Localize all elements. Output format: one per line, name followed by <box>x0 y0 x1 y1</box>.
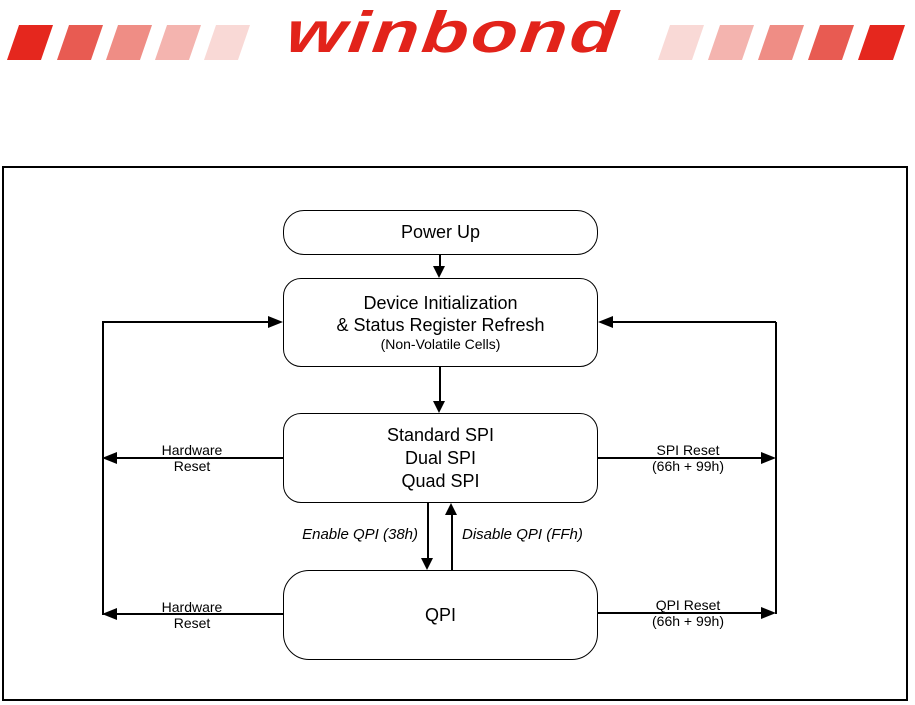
right-reset-rail-line <box>775 322 777 614</box>
logo-stripe-icon <box>707 25 755 60</box>
logo-stripe-icon <box>56 25 104 60</box>
arrow-left-icon <box>598 316 613 328</box>
qpi-reset-label-line2: (66h + 99h) <box>652 613 724 629</box>
arrow-right-icon <box>761 452 776 464</box>
arrow-right-icon <box>761 607 776 619</box>
hw-reset-spi-label-line1: Hardware <box>161 442 223 458</box>
connector-powerup-deviceinit-line <box>439 255 441 268</box>
hw-reset-qpi-line <box>117 613 283 615</box>
arrow-down-icon <box>421 558 433 570</box>
node-device-init-line1: Device Initialization <box>363 293 518 313</box>
arrow-up-icon <box>445 503 457 515</box>
logo-stripe-icon <box>857 25 906 60</box>
node-power-up: Power Up <box>283 210 598 255</box>
arrow-down-icon <box>433 401 445 413</box>
connector-deviceinit-spi-line <box>439 367 441 402</box>
node-spi-line3: Quad SPI <box>401 470 480 491</box>
left-rail-to-deviceinit-line <box>103 321 269 323</box>
spi-reset-line <box>598 457 762 459</box>
enable-qpi-label: Enable QPI (38h) <box>302 526 418 543</box>
logo-stripe-icon <box>807 25 855 60</box>
arrow-left-icon <box>102 452 117 464</box>
hw-reset-qpi-label-line2: Reset <box>173 615 211 631</box>
left-reset-rail-line <box>102 321 104 615</box>
node-spi-line1: Standard SPI <box>386 424 495 445</box>
node-qpi-label: QPI <box>424 604 456 625</box>
logo-stripe-icon <box>757 25 805 60</box>
node-qpi: QPI <box>283 570 598 660</box>
disable-qpi-label: Disable QPI (FFh) <box>462 526 583 543</box>
qpi-reset-line <box>598 612 762 614</box>
hw-reset-spi-line <box>117 457 283 459</box>
connector-enable-qpi-line <box>427 503 429 559</box>
spi-reset-label-line1: SPI Reset <box>656 442 720 458</box>
hw-reset-qpi-label: Hardware Reset <box>142 599 242 631</box>
node-device-init-line3: (Non-Volatile Cells) <box>380 336 501 352</box>
node-device-init-line2: & Status Register Refresh <box>336 315 545 335</box>
qpi-reset-label-line1: QPI Reset <box>655 597 721 613</box>
node-device-initialization: Device Initialization & Status Register … <box>283 278 598 367</box>
right-rail-to-deviceinit-line <box>613 321 776 323</box>
node-power-up-label: Power Up <box>400 222 481 242</box>
arrow-down-icon <box>433 266 445 278</box>
connector-disable-qpi-line <box>451 515 453 570</box>
hw-reset-spi-label-line2: Reset <box>173 458 211 474</box>
node-standard-dual-quad-spi: Standard SPI Dual SPI Quad SPI <box>283 413 598 503</box>
spi-reset-label: SPI Reset (66h + 99h) <box>628 442 748 474</box>
arrow-left-icon <box>102 608 117 620</box>
logo-stripe-icon <box>203 25 251 60</box>
arrow-right-icon <box>268 316 283 328</box>
logo-stripe-icon <box>657 25 705 60</box>
logo-stripe-icon <box>154 25 202 60</box>
logo-stripe-icon <box>105 25 153 60</box>
spi-reset-label-line2: (66h + 99h) <box>652 458 724 474</box>
winbond-wordmark: winbond <box>283 0 624 65</box>
qpi-reset-label: QPI Reset (66h + 99h) <box>628 597 748 629</box>
hw-reset-qpi-label-line1: Hardware <box>161 599 223 615</box>
logo-stripe-icon <box>6 25 54 60</box>
hw-reset-spi-label: Hardware Reset <box>142 442 242 474</box>
node-spi-line2: Dual SPI <box>404 447 477 468</box>
